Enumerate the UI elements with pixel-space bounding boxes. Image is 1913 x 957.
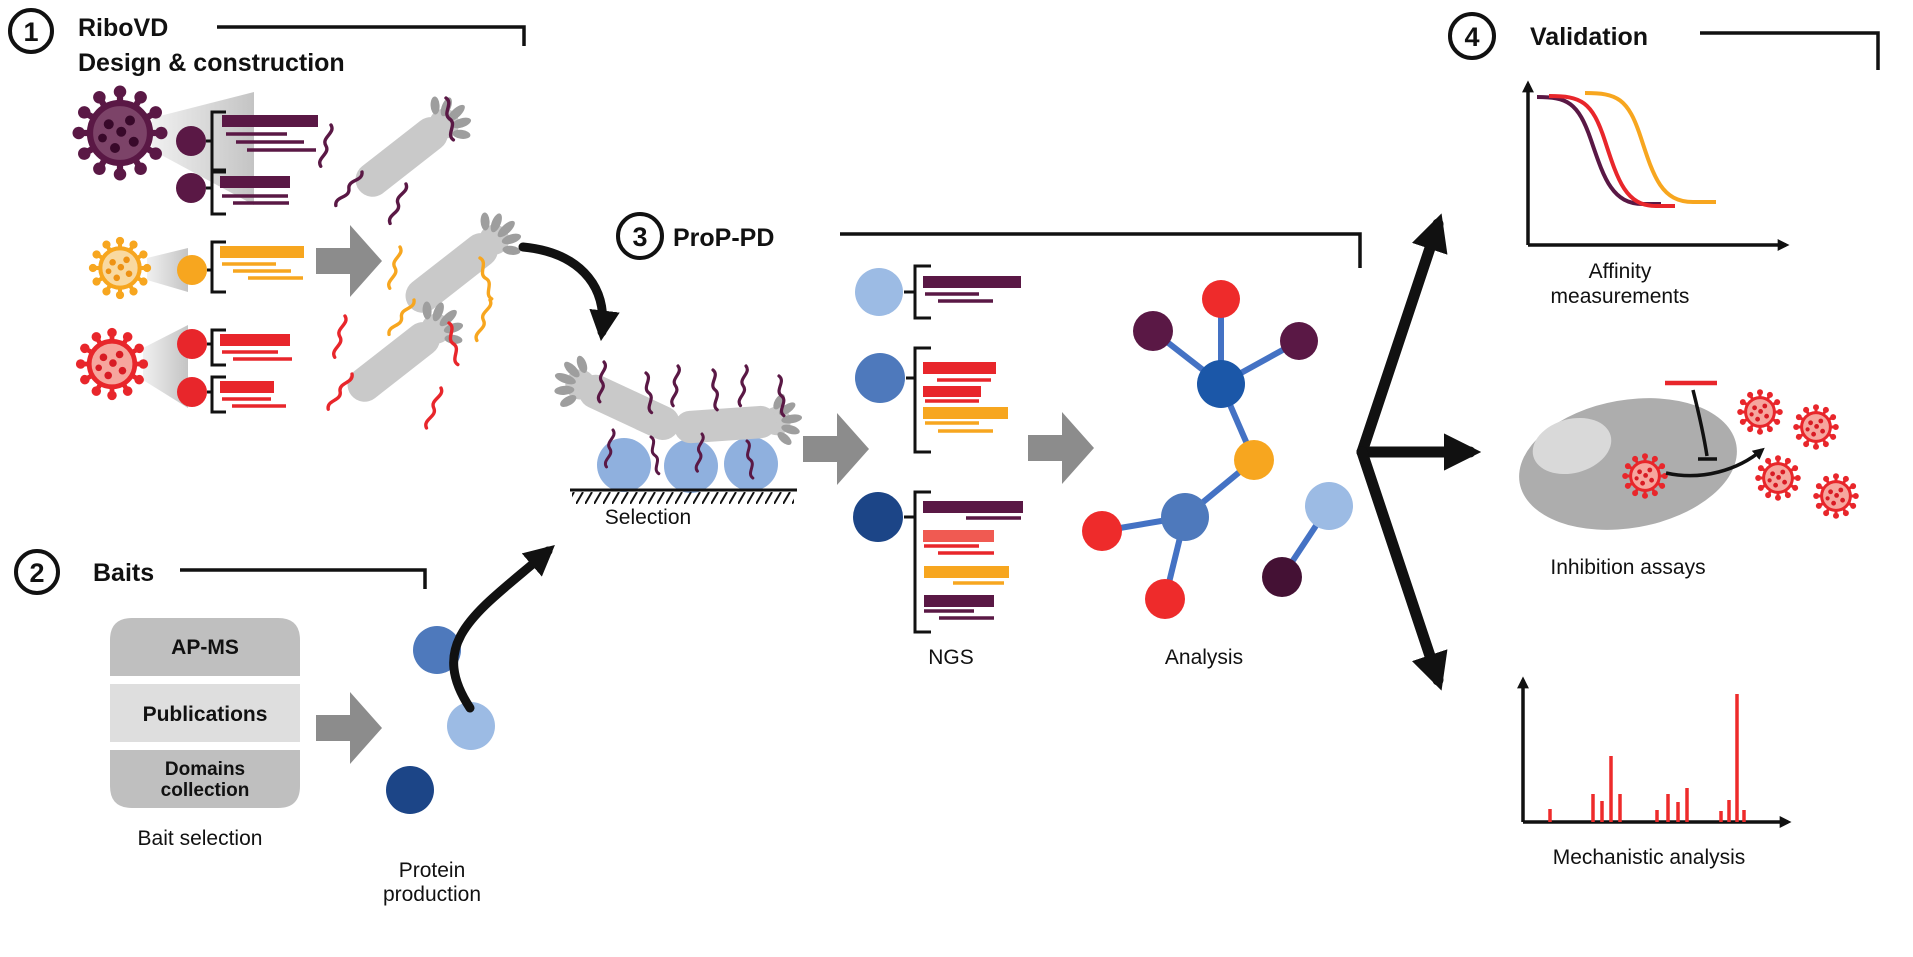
phage-display-red (324, 288, 476, 431)
flow-arrow-library-to-phage (316, 225, 382, 297)
section-1-subtitle: Design & construction (78, 49, 345, 77)
ngs-group-lightblue (855, 264, 1021, 320)
network-node-light-blue (1305, 482, 1353, 530)
flow-arrow-baits-to-protein (316, 692, 382, 764)
library-group-purple-2 (176, 170, 290, 216)
inhibition-assay (1519, 380, 1859, 530)
step-3-badge (616, 212, 664, 260)
bait-source-domains-label-2: collection (161, 780, 250, 801)
selection-caption: Selection (605, 506, 691, 529)
network-node-medium-blue (1161, 493, 1209, 541)
bait-source-apms-label: AP-MS (171, 636, 239, 659)
protein-production-caption-2: production (383, 883, 481, 906)
step-4-number: 4 (1464, 22, 1479, 52)
section-2-header-rule (180, 568, 427, 589)
library-group-orange (177, 240, 304, 294)
section-baits: 2 Baits AP-MS Publications Domains colle… (14, 549, 495, 906)
section-design-construction: 1 RiboVD Design & construction (8, 8, 534, 431)
step-1-number: 1 (23, 17, 38, 47)
curved-arrow-phage-to-selection (518, 242, 620, 342)
network-node-purple-bottom (1262, 557, 1302, 597)
network-node-orange (1234, 440, 1274, 480)
mechanistic-plot (1517, 676, 1792, 828)
section-3-header-rule (840, 232, 1362, 268)
protein-bait-circles (386, 626, 495, 814)
ngs-group-mediumblue (855, 346, 1008, 454)
section-validation: 4 Validation Affinity measurements (1448, 12, 1880, 869)
step-3-number: 3 (632, 222, 647, 252)
analysis-caption: Analysis (1165, 646, 1243, 669)
section-4-header-rule (1700, 31, 1880, 70)
virus-icon-red (75, 327, 149, 401)
library-group-red-2 (177, 375, 286, 414)
section-1-title: RiboVD (78, 14, 168, 42)
network-node-red-bottom (1145, 579, 1185, 619)
bait-selection-caption: Bait selection (138, 827, 263, 850)
section-propd: 3 ProP-PD (449, 212, 1362, 713)
flow-arrow-ngs-to-analysis (1028, 412, 1094, 484)
affinity-caption-1: Affinity (1589, 260, 1652, 283)
step-2-number: 2 (29, 558, 44, 588)
network-node-purple-left (1133, 311, 1173, 351)
section-4-title: Validation (1530, 23, 1648, 51)
section-2-title: Baits (93, 559, 154, 587)
library-group-red-1 (177, 328, 292, 367)
step-2-badge (14, 549, 60, 595)
virus-release-arrow (1665, 447, 1765, 478)
library-group-purple-1 (176, 110, 318, 172)
mechanistic-spikes (1548, 694, 1746, 822)
affinity-caption-2: measurements (1551, 285, 1690, 308)
bait-source-domains-label-1: Domains (165, 759, 245, 780)
curved-arrow-protein-to-selection (449, 544, 555, 713)
ngs-caption: NGS (928, 646, 974, 669)
virus-icon-orange (88, 236, 152, 300)
selection-surface-hatch (572, 492, 794, 504)
bait-source-box-domains (110, 750, 300, 808)
affinity-curves (1536, 91, 1716, 208)
network-node-purple-right (1280, 322, 1318, 360)
section-1-header-rule (217, 25, 526, 46)
flow-arrow-selection-to-ngs (803, 413, 869, 485)
step-1-badge (8, 8, 54, 54)
ngs-group-darkblue (853, 490, 1023, 634)
network-node-red-left (1082, 511, 1122, 551)
bait-source-box-publications (110, 684, 300, 742)
protein-production-caption-1: Protein (399, 859, 466, 882)
mechanistic-caption: Mechanistic analysis (1553, 846, 1746, 869)
virus-icon-purple (72, 85, 168, 181)
step-4-badge (1448, 12, 1496, 60)
network-node-hub-blue (1197, 360, 1245, 408)
section-3-title: ProP-PD (673, 224, 774, 252)
selection-assembly (542, 347, 805, 504)
network-node-red-top (1202, 280, 1240, 318)
inhibition-caption: Inhibition assays (1550, 556, 1705, 579)
bait-source-publications-label: Publications (143, 703, 268, 726)
cell-nucleus (1532, 417, 1612, 475)
inhibition-tbar-stem (1691, 389, 1709, 457)
affinity-plot (1522, 80, 1790, 251)
phage-display-purple (317, 83, 484, 226)
phage-display-orange (385, 199, 534, 343)
validation-fan-arrows (1356, 213, 1482, 691)
bait-source-box-apms (110, 618, 300, 676)
analysis-network (1082, 280, 1353, 619)
